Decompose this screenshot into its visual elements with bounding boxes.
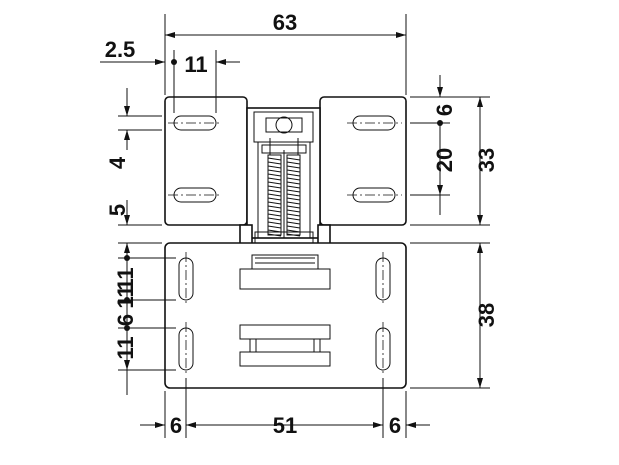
dim-top-slot-spacing: 11	[184, 52, 207, 77]
dim-left-lower-mid: 6	[113, 314, 138, 326]
upper-right-slots	[347, 115, 402, 203]
lower-right-slots	[375, 252, 391, 376]
dim-bottom-middle: 51	[273, 413, 297, 438]
dim-bottom-left: 6	[170, 413, 182, 438]
dim-bottom-right: 6	[389, 413, 401, 438]
dim-right-lower-height: 38	[474, 303, 499, 327]
hinge-mechanism	[239, 107, 331, 256]
dimension-lines	[100, 32, 483, 428]
dim-left-lower-slot-a: 11	[113, 267, 138, 290]
dim-left-gap: 5	[105, 204, 130, 216]
dim-right-upper-height: 33	[474, 148, 499, 172]
dim-top-offset: 2.5	[105, 37, 136, 62]
dim-left-slot-height: 4	[105, 156, 130, 169]
lower-left-slots	[178, 252, 194, 376]
dim-left-lower-slot-b: 11	[113, 285, 138, 308]
coil-springs	[267, 154, 301, 237]
dim-top-width: 63	[273, 10, 297, 35]
dim-right-slot-pitch: 20	[432, 148, 457, 172]
dim-right-top-offset: 6	[432, 104, 457, 116]
upper-left-slots	[168, 115, 222, 203]
lower-plate	[164, 242, 407, 389]
dim-left-lower-slot-c: 11	[113, 336, 138, 359]
